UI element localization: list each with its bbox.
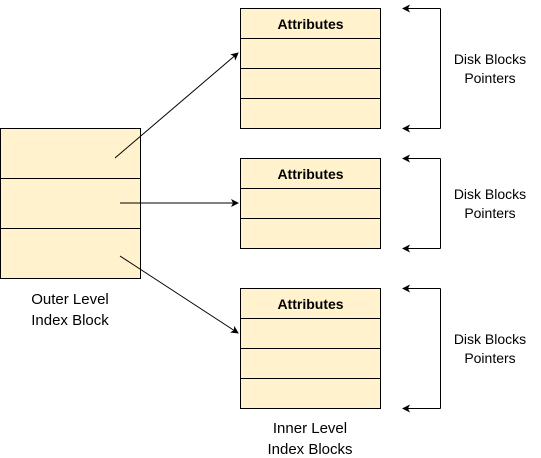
inner-block-row bbox=[240, 188, 381, 219]
inner-block-row bbox=[240, 38, 381, 69]
inner-block-row bbox=[240, 318, 381, 349]
inner-index-block: Attributes bbox=[240, 288, 381, 409]
inner-index-block: Attributes bbox=[240, 158, 381, 249]
disk-pointer-bracket bbox=[402, 284, 441, 413]
pointer-label-line1: Disk Blocks bbox=[454, 331, 526, 347]
pointer-label-line2: Pointers bbox=[464, 350, 515, 366]
outer-block-row bbox=[0, 128, 141, 179]
pointer-label-line2: Pointers bbox=[464, 205, 515, 221]
inner-block-header bbox=[240, 288, 381, 319]
pointer-label-line1: Disk Blocks bbox=[454, 51, 526, 67]
inner-block-row bbox=[240, 68, 381, 99]
inner-block-header bbox=[240, 158, 381, 189]
inner-block-header-text: Attributes bbox=[277, 16, 343, 32]
outer-block-label-line1: Outer Level bbox=[31, 291, 109, 308]
pointer-label-line1: Disk Blocks bbox=[454, 186, 526, 202]
outer-index-block bbox=[0, 128, 141, 279]
outer-block-label-line2: Index Block bbox=[31, 312, 109, 329]
inner-caption-line2: Index Blocks bbox=[267, 441, 352, 458]
inner-block-header-text: Attributes bbox=[277, 166, 343, 182]
inner-block-header-text: Attributes bbox=[277, 296, 343, 312]
inner-caption-line1: Inner Level bbox=[273, 420, 347, 437]
pointer-label-line2: Pointers bbox=[464, 70, 515, 86]
outer-block-row bbox=[0, 178, 141, 229]
inner-block-row bbox=[240, 348, 381, 379]
inner-block-row bbox=[240, 218, 381, 249]
inner-block-header bbox=[240, 8, 381, 39]
inner-block-row bbox=[240, 98, 381, 129]
inner-index-block: Attributes bbox=[240, 8, 381, 129]
disk-pointer-bracket bbox=[402, 4, 441, 133]
pointer-arrow bbox=[114, 52, 239, 159]
disk-pointer-bracket bbox=[402, 154, 441, 253]
inner-block-row bbox=[240, 378, 381, 409]
pointer-arrow bbox=[119, 255, 239, 334]
outer-block-row bbox=[0, 228, 141, 279]
